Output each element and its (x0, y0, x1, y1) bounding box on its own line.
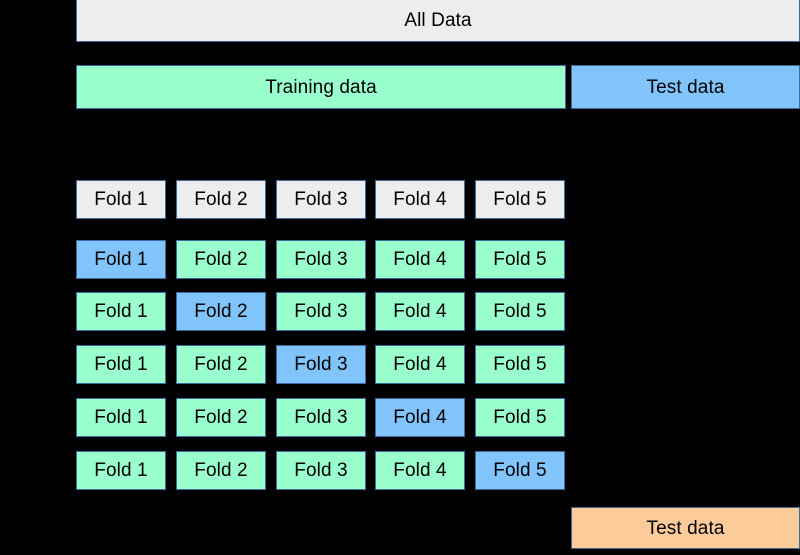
fold-header-cell-1: Fold 1 (76, 180, 166, 219)
split-1-fold-2: Fold 2 (176, 240, 266, 279)
split-2-fold-3: Fold 3 (276, 292, 366, 331)
split-5-fold-3: Fold 3 (276, 451, 366, 490)
split-4-fold-5: Fold 5 (475, 398, 565, 437)
split-2-fold-2: Fold 2 (176, 292, 266, 331)
split-5-fold-5: Fold 5 (475, 451, 565, 490)
split-5-fold-4: Fold 4 (375, 451, 465, 490)
split-row-4: Fold 1 Fold 2 Fold 3 Fold 4 Fold 5 (0, 398, 800, 437)
split-1-fold-1: Fold 1 (76, 240, 166, 279)
split-3-fold-2: Fold 2 (176, 345, 266, 384)
fold-header-row: Fold 1 Fold 2 Fold 3 Fold 4 Fold 5 (0, 180, 800, 219)
fold-header-cell-2: Fold 2 (176, 180, 266, 219)
split-3-fold-3: Fold 3 (276, 345, 366, 384)
split-4-fold-1: Fold 1 (76, 398, 166, 437)
training-data-bar: Training data (76, 65, 566, 109)
split-row-5: Fold 1 Fold 2 Fold 3 Fold 4 Fold 5 (0, 451, 800, 490)
split-row-2: Fold 1 Fold 2 Fold 3 Fold 4 Fold 5 (0, 292, 800, 331)
split-1-fold-3: Fold 3 (276, 240, 366, 279)
split-1-fold-4: Fold 4 (375, 240, 465, 279)
split-1-fold-5: Fold 5 (475, 240, 565, 279)
split-4-fold-4: Fold 4 (375, 398, 465, 437)
split-4-fold-3: Fold 3 (276, 398, 366, 437)
fold-header-cell-5: Fold 5 (475, 180, 565, 219)
split-5-fold-1: Fold 1 (76, 451, 166, 490)
split-2-fold-4: Fold 4 (375, 292, 465, 331)
split-4-fold-2: Fold 2 (176, 398, 266, 437)
split-3-fold-4: Fold 4 (375, 345, 465, 384)
split-row-3: Fold 1 Fold 2 Fold 3 Fold 4 Fold 5 (0, 345, 800, 384)
test-data-bar: Test data (571, 65, 800, 109)
split-2-fold-1: Fold 1 (76, 292, 166, 331)
split-2-fold-5: Fold 5 (475, 292, 565, 331)
split-5-fold-2: Fold 2 (176, 451, 266, 490)
split-3-fold-1: Fold 1 (76, 345, 166, 384)
fold-header-cell-3: Fold 3 (276, 180, 366, 219)
fold-header-cell-4: Fold 4 (375, 180, 465, 219)
split-3-fold-5: Fold 5 (475, 345, 565, 384)
split-row-1: Fold 1 Fold 2 Fold 3 Fold 4 Fold 5 (0, 240, 800, 279)
final-test-data-bar: Test data (571, 507, 800, 549)
all-data-bar: All Data (76, 0, 800, 42)
